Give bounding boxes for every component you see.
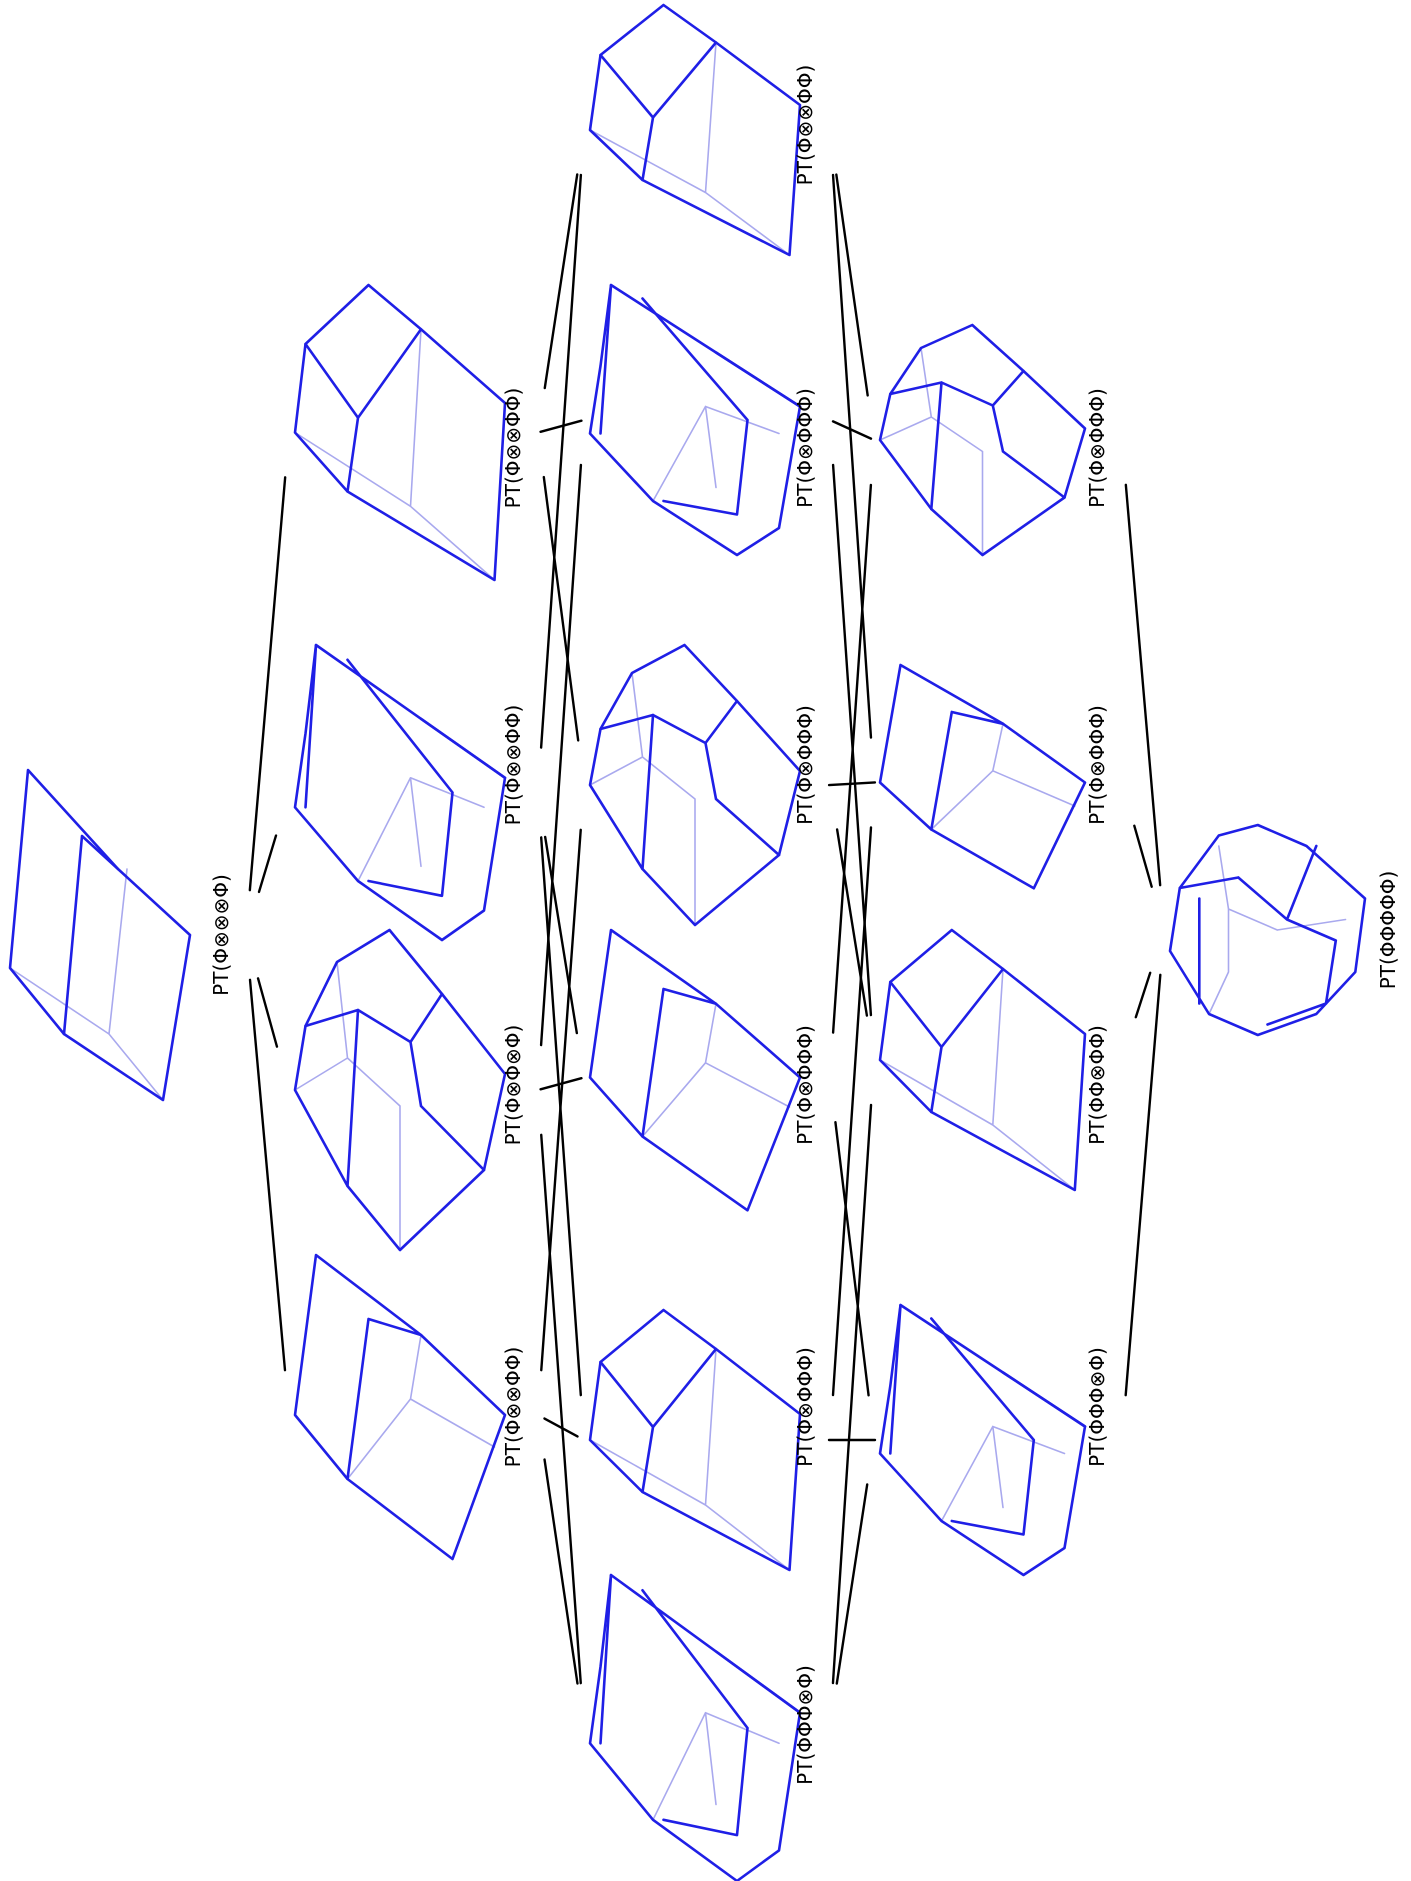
- polytope-node: PT(Φ⊗ΦΦΦ): [880, 325, 1109, 555]
- lattice-edge: [833, 465, 871, 1015]
- lattice-edge: [833, 175, 871, 738]
- node-label: PT(Φ⊗⊗⊗Φ): [209, 874, 233, 996]
- polytope-node: PT(ΦΦ⊗ΦΦ): [880, 930, 1109, 1190]
- lattice-edge: [835, 1122, 868, 1395]
- lattice-edge: [1126, 485, 1160, 885]
- lattice-edge: [833, 1105, 871, 1683]
- polytope-visible-edges: [890, 1305, 1085, 1535]
- lattice-edge: [541, 175, 581, 748]
- lattice-edge: [541, 1135, 581, 1683]
- lattice-edge: [833, 485, 871, 1033]
- polytope-hidden-edges: [931, 724, 1075, 830]
- polytope-node: PT(ΦΦΦ⊗Φ): [590, 1575, 817, 1881]
- lattice-edge: [833, 827, 871, 1395]
- polytope-node: PT(Φ⊗ΦΦΦ): [590, 285, 817, 555]
- polytope-hidden-edges: [653, 407, 779, 502]
- node-label: PT(ΦΦΦ⊗Φ): [1085, 1347, 1109, 1467]
- polytope-outline: [880, 1305, 1085, 1575]
- node-label: PT(ΦΦ⊗ΦΦ): [1085, 1025, 1109, 1145]
- polytope-visible-edges: [601, 1575, 801, 1835]
- polytope-outline: [590, 285, 800, 555]
- lattice-edge: [833, 421, 871, 438]
- polytope-hidden-edges: [590, 673, 695, 925]
- polytope-outline: [590, 5, 800, 255]
- lattice-edge: [837, 1484, 867, 1683]
- polytope-node: PT(Φ⊗⊗ΦΦ): [295, 1255, 525, 1559]
- polytope-node: PT(Φ⊗ΦΦΦ): [590, 645, 817, 925]
- lattice-edges: [250, 174, 1160, 1683]
- lattice-edge: [258, 978, 277, 1046]
- polytope-node: PT(ΦΦΦ⊗Φ): [880, 1305, 1109, 1575]
- polytope-node: PT(Φ⊗⊗ΦΦ): [295, 645, 525, 940]
- node-label: PT(Φ⊗⊗ΦΦ): [501, 705, 525, 826]
- polytope-hidden-edges: [942, 1427, 1065, 1522]
- polytope-outline: [590, 930, 800, 1210]
- lattice-edge: [1134, 826, 1151, 887]
- polytope-node: PT(Φ⊗ΦΦΦ): [590, 930, 817, 1210]
- polytope-node: PT(Φ⊗ΦΦΦ): [880, 665, 1109, 888]
- node-label: PT(Φ⊗⊗ΦΦ): [793, 65, 817, 186]
- node-label: PT(Φ⊗Φ⊗Φ): [501, 1025, 525, 1146]
- polytope-outline: [295, 645, 505, 940]
- polytope-hidden-edges: [653, 1713, 779, 1820]
- polytope-hidden-edges: [348, 1335, 495, 1479]
- polytope-outline: [880, 665, 1085, 888]
- polytope-outline: [880, 930, 1085, 1190]
- polytope-hidden-edges: [295, 962, 400, 1250]
- lattice-edge: [829, 782, 875, 785]
- lattice-edge: [1136, 973, 1150, 1017]
- polytope-node: PT(Φ⊗⊗ΦΦ): [590, 5, 817, 255]
- polytope-outline: [10, 770, 190, 1100]
- polytope-visible-edges: [1180, 846, 1336, 1025]
- polytope-visible-edges: [64, 836, 118, 1034]
- polytope-visible-edges: [890, 969, 1003, 1112]
- lattice-edge: [544, 477, 578, 740]
- node-label: PT(Φ⊗ΦΦΦ): [793, 705, 817, 825]
- node-label: PT(Φ⊗ΦΦΦ): [1085, 388, 1109, 508]
- polytope-hidden-edges: [643, 1004, 790, 1137]
- polytope-hidden-edges: [358, 778, 484, 881]
- polytope-node: PT(Φ⊗Φ⊗Φ): [295, 930, 525, 1250]
- node-label: PT(Φ⊗⊗ΦΦ): [501, 388, 525, 509]
- node-label: PT(Φ⊗ΦΦΦ): [793, 1347, 817, 1467]
- polytope-hidden-edges: [880, 348, 983, 555]
- node-label: PT(ΦΦΦΦΦ): [1376, 871, 1400, 990]
- polytope-visible-edges: [306, 329, 422, 491]
- lattice-edge: [250, 980, 285, 1370]
- polytope-node: PT(ΦΦΦΦΦ): [1170, 825, 1400, 1035]
- polytope-outline: [295, 1255, 505, 1559]
- lattice-edge: [259, 836, 276, 892]
- polytope-node: PT(Φ⊗⊗ΦΦ): [295, 285, 525, 580]
- node-label: PT(Φ⊗ΦΦΦ): [1085, 705, 1109, 825]
- node-label: PT(ΦΦΦ⊗Φ): [793, 1665, 817, 1785]
- lattice-edge: [541, 421, 582, 432]
- polytope-hidden-edges: [10, 869, 163, 1100]
- lattice-edge: [541, 465, 581, 1045]
- node-label: PT(Φ⊗ΦΦΦ): [793, 388, 817, 508]
- polytope-hidden-edges: [1209, 846, 1346, 1014]
- node-label: PT(Φ⊗⊗ΦΦ): [501, 1347, 525, 1468]
- polytope-visible-edges: [601, 1349, 717, 1492]
- lattice-edge: [250, 477, 285, 890]
- polytope-outline: [295, 285, 505, 580]
- polytope-outline: [590, 1575, 800, 1881]
- node-label: PT(Φ⊗ΦΦΦ): [793, 1025, 817, 1145]
- polytope-visible-edges: [601, 285, 801, 515]
- polytope-visible-edges: [306, 645, 506, 896]
- lattice-edge: [1126, 975, 1161, 1395]
- lattice-nodes: PT(Φ⊗⊗⊗Φ) PT(Φ⊗⊗ΦΦ) PT(Φ⊗⊗ΦΦ) PT(Φ⊗Φ⊗Φ) PT(Φ…: [10, 5, 1400, 1881]
- polytope-visible-edges: [601, 43, 717, 181]
- polytope-outline: [590, 1310, 800, 1570]
- polytope-node: PT(Φ⊗⊗⊗Φ): [10, 770, 233, 1100]
- polytope-node: PT(Φ⊗ΦΦΦ): [590, 1310, 817, 1570]
